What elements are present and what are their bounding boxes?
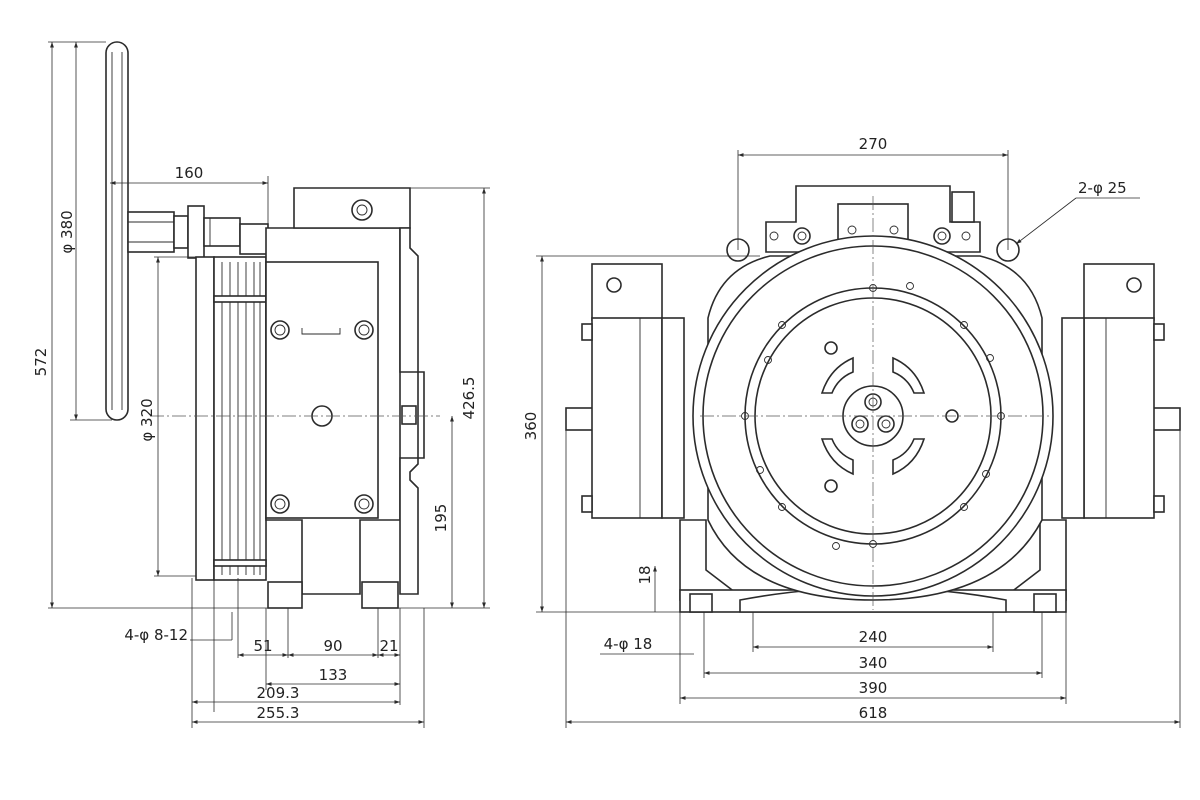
traction-sheave	[195, 256, 267, 581]
dim-340: 340	[859, 654, 888, 672]
dim-shaft-height: 195	[432, 504, 450, 533]
dim-handwheel-offset: 160	[175, 164, 204, 182]
dim-sheave-dia: φ 320	[138, 398, 156, 441]
handwheel-shaft	[127, 205, 269, 259]
dim-255: 255.3	[257, 704, 300, 722]
front-view: 270 2-φ 25 360 18 4-φ 18 240 340 3	[522, 135, 1181, 728]
dim-209: 209.3	[257, 684, 300, 702]
dim-handwheel-dia: φ 380	[58, 210, 76, 253]
dim-390: 390	[859, 679, 888, 697]
dim-foot-holes: 4-φ 18	[604, 635, 653, 653]
dim-top-holes: 2-φ 25	[1078, 179, 1127, 197]
brake-right	[1061, 263, 1165, 519]
dim-240: 240	[859, 628, 888, 646]
dim-21: 21	[379, 637, 398, 655]
dim-mount-holes: 4-φ 8-12	[124, 626, 188, 644]
dim-133: 133	[319, 666, 348, 684]
brake-left	[581, 263, 685, 519]
dim-618: 618	[859, 704, 888, 722]
motor-body-side	[265, 187, 425, 609]
dim-overall-height: 572	[32, 348, 50, 377]
handwheel	[105, 41, 129, 421]
dim-front-height: 360	[522, 412, 540, 441]
dim-90: 90	[323, 637, 342, 655]
dim-foot-height: 18	[636, 565, 654, 584]
dim-51: 51	[253, 637, 272, 655]
dim-top-width: 270	[859, 135, 888, 153]
dim-body-height: 426.5	[460, 377, 478, 420]
side-view: 160 572 φ 380 φ 320 426.5 195	[32, 41, 490, 728]
